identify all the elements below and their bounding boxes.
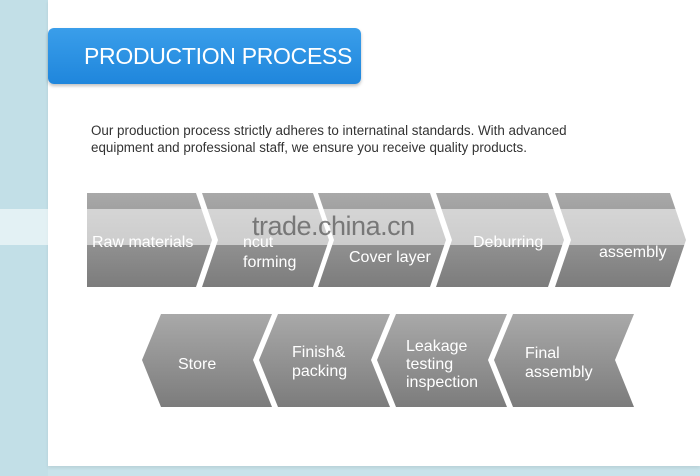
step-label: Cover layer <box>349 249 431 266</box>
step-label: inspection <box>406 374 478 391</box>
process-step-store: Store <box>142 314 272 407</box>
intro-text: Our production process strictly adheres … <box>91 122 651 156</box>
process-step-finish-packing: Finish& packing <box>259 314 390 407</box>
step-label: assembly <box>599 244 667 261</box>
step-label: testing <box>406 356 453 373</box>
step-label: Finish& <box>292 344 346 361</box>
watermark-text: trade.china.cn <box>252 211 415 241</box>
process-step-final-assembly: Final assembly <box>494 314 634 407</box>
intro-line-2: equipment and professional staff, we ens… <box>91 140 527 155</box>
step-shape <box>494 314 634 407</box>
step-label: Leakage <box>406 338 467 355</box>
step-label: assembly <box>525 364 593 381</box>
section-title: PRODUCTION PROCESS <box>84 42 353 69</box>
step-label: packing <box>292 363 347 380</box>
step-shape <box>142 314 272 407</box>
section-title-badge: PRODUCTION PROCESS <box>48 28 361 84</box>
step-label: forming <box>243 254 296 271</box>
watermark-band <box>0 209 700 245</box>
step-label: Final <box>525 345 560 362</box>
step-shape <box>259 314 390 407</box>
step-label: Store <box>178 356 216 373</box>
step-shape <box>377 314 507 407</box>
intro-line-1: Our production process strictly adheres … <box>91 123 567 138</box>
process-step-leakage-testing: Leakage testing inspection <box>377 314 507 407</box>
